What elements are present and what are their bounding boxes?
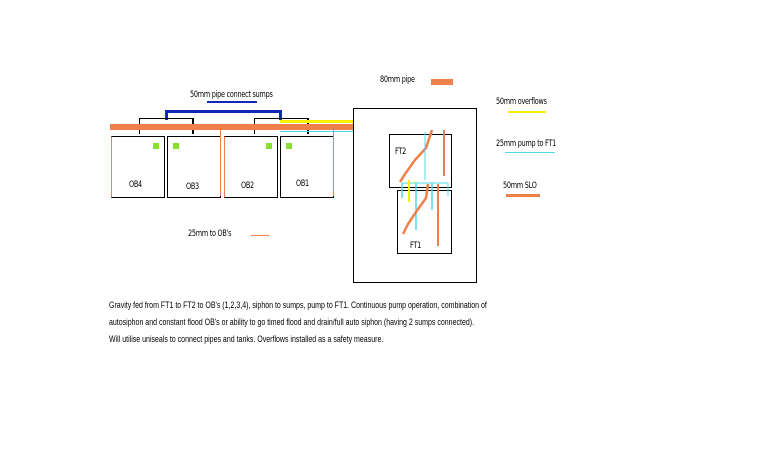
float-indicator	[173, 143, 179, 149]
legend-80mm-pipe-label: 80mm pipe	[380, 75, 415, 85]
legend-sump-pipe-swatch	[207, 101, 257, 103]
ob-feed-line-ob3	[220, 130, 221, 196]
fish-tank-ft2: FT2	[389, 134, 452, 188]
grow-bed-label: OB2	[241, 181, 254, 191]
sump-connect-pipe-left-drop	[165, 110, 168, 120]
tank-plumbing	[398, 129, 449, 246]
grow-bed-label: OB1	[296, 179, 309, 189]
legend-80mm-pipe-swatch	[431, 79, 453, 85]
overflow-pipe	[280, 120, 410, 123]
main-80mm-pipe	[110, 124, 450, 130]
description-line: Gravity fed from FT1 to FT2 to OB's (1,2…	[109, 300, 487, 310]
siphon-pipe-ob2-ob1	[254, 118, 308, 119]
legend-ob-feed-label: 25mm to OB's	[188, 229, 232, 239]
siphon-pipe-ob4-ob3	[139, 118, 193, 119]
float-indicator	[153, 143, 159, 149]
legend-slo-label: 50mm SLO	[503, 181, 537, 191]
grow-bed-ob4: OB4	[111, 136, 165, 198]
grow-bed-ob1: OB1	[280, 136, 334, 198]
float-indicator	[286, 143, 292, 149]
tank-label: FT1	[410, 241, 421, 251]
grow-bed-label: OB4	[129, 180, 142, 190]
legend-slo-swatch	[506, 194, 540, 197]
description-line: Will utilise uniseals to connect pipes a…	[109, 334, 384, 344]
grow-bed-ob2: OB2	[224, 136, 278, 198]
system-description: Gravity fed from FT1 to FT2 to OB's (1,2…	[109, 297, 608, 348]
legend-pump-label: 25mm pump to FT1	[496, 139, 557, 149]
tank-label: FT2	[395, 147, 406, 157]
legend-ob-feed-swatch	[251, 235, 269, 236]
float-indicator	[266, 143, 272, 149]
ob-feed-line-ob1	[333, 130, 334, 196]
grow-bed-ob3: OB3	[167, 136, 221, 198]
legend-sump-pipe-label: 50mm pipe connect sumps	[190, 90, 273, 100]
legend-pump-swatch	[505, 152, 555, 153]
grow-bed-label: OB3	[186, 182, 199, 192]
sump-connect-pipe-right-drop	[279, 110, 282, 120]
legend-overflow-label: 50mm overflows	[496, 97, 547, 107]
sump-connect-pipe	[165, 110, 281, 113]
description-line: autosiphon and constant flood OB's or ab…	[109, 317, 475, 327]
legend-overflow-swatch	[508, 111, 546, 113]
